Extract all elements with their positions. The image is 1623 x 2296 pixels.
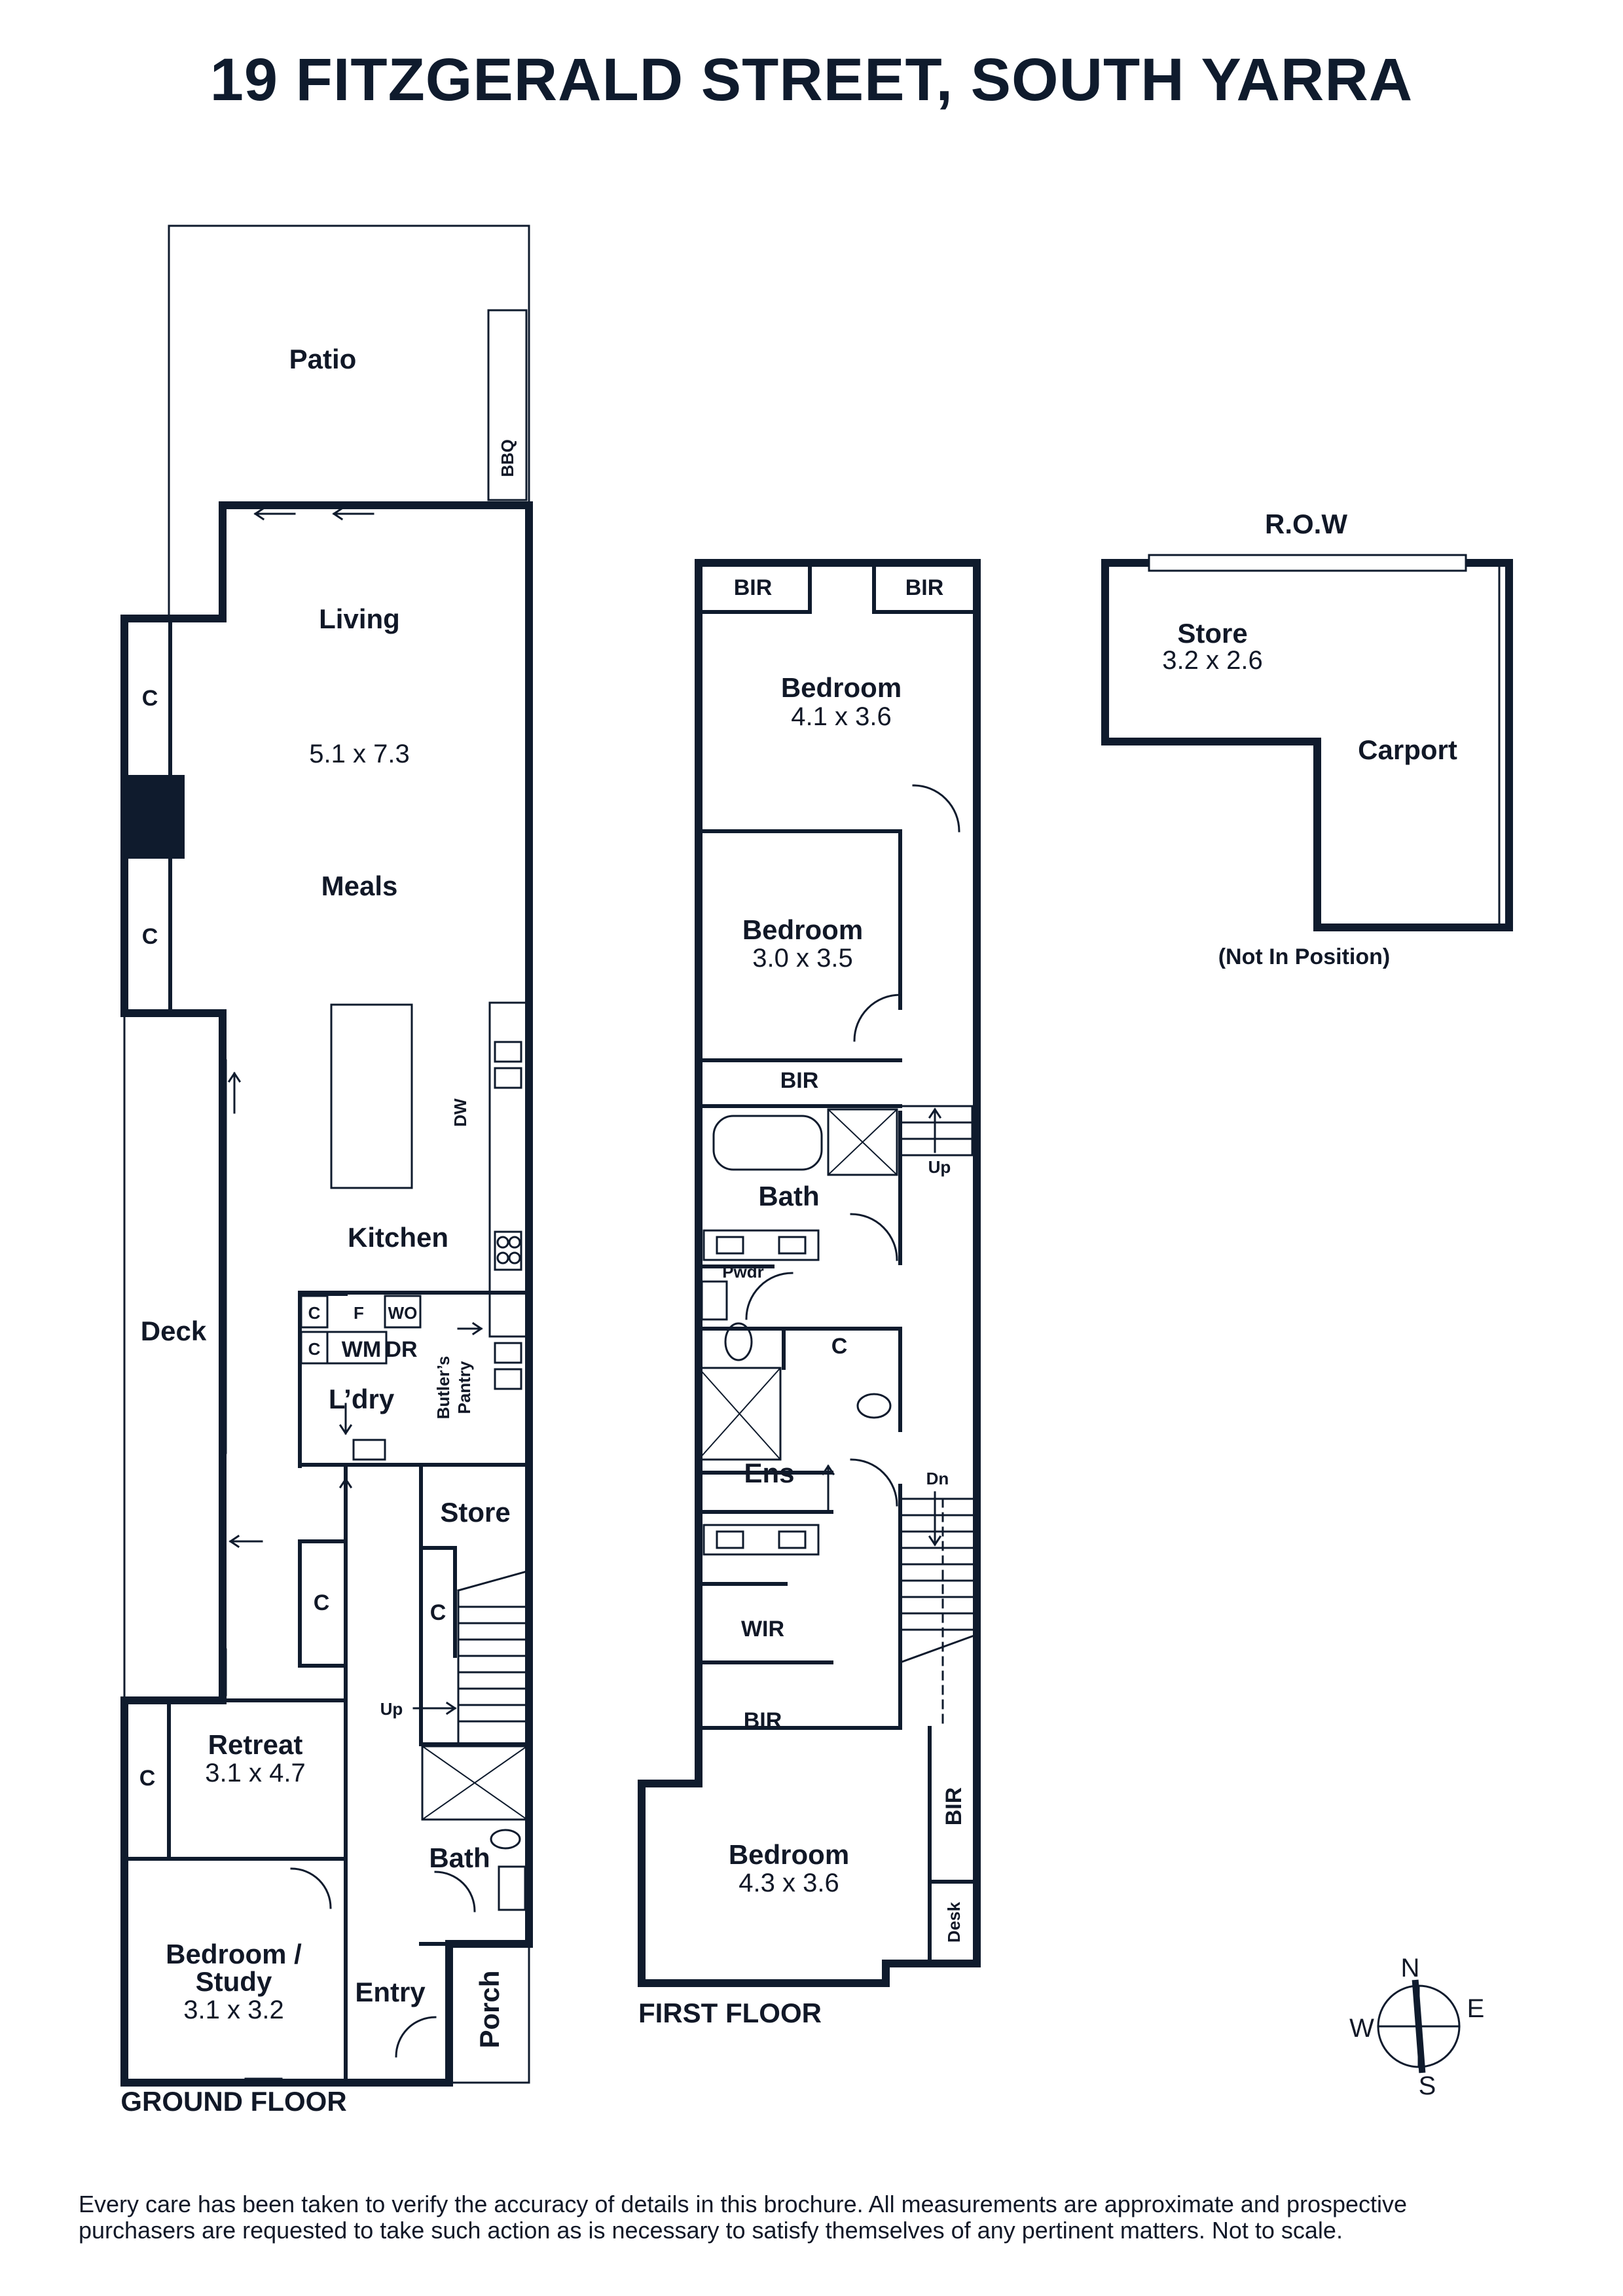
label-dw: DW	[450, 1098, 470, 1127]
label-bedroom: Bedroom	[781, 672, 902, 703]
label-desk: Desk	[944, 1901, 964, 1943]
label-bath: Bath	[758, 1181, 819, 1211]
label-ground-floor: GROUND FLOOR	[120, 2086, 346, 2117]
label-dr: DR	[385, 1337, 417, 1362]
label-bedroom: Bedroom	[729, 1839, 849, 1870]
label-up: Up	[380, 1699, 403, 1719]
page-title: 19 FITZGERALD STREET, SOUTH YARRA	[210, 46, 1413, 113]
label-store-dim: 3.2 x 2.6	[1162, 646, 1262, 675]
label-living-dim: 5.1 x 7.3	[309, 740, 409, 768]
label-wir: WIR	[741, 1617, 784, 1641]
label-store: Store	[440, 1497, 510, 1528]
label-retreat: Retreat	[208, 1729, 303, 1760]
label-bedroom: Bedroom	[742, 914, 863, 945]
compass-e: E	[1467, 1994, 1485, 2023]
compass	[1377, 1979, 1461, 2073]
disclaimer: Every care has been taken to verify the …	[79, 2191, 1558, 2244]
label-bedroom-study-dim: 3.1 x 3.2	[183, 1996, 283, 2024]
disclaimer-line-1: Every care has been taken to verify the …	[79, 2191, 1408, 2217]
label-first-floor: FIRST FLOOR	[638, 1998, 822, 2028]
label-bir: BIR	[780, 1068, 819, 1093]
label-bir: BIR	[734, 575, 773, 600]
label-cupboard: C	[142, 924, 158, 949]
first-floor-walls	[638, 559, 981, 1987]
label-wo: WO	[388, 1303, 418, 1323]
label-cupboard: C	[831, 1334, 848, 1359]
outbuilding-walls	[1101, 554, 1513, 931]
label-cupboard: C	[308, 1303, 321, 1323]
label-ens: Ens	[744, 1458, 794, 1488]
label-bir: BIR	[941, 1787, 966, 1826]
label-patio: Patio	[289, 344, 357, 374]
label-living: Living	[319, 603, 400, 634]
compass-s: S	[1419, 2072, 1436, 2100]
label-retreat-dim: 3.1 x 4.7	[205, 1759, 305, 1787]
label-carport: Carport	[1358, 734, 1457, 765]
label-dn: Dn	[926, 1469, 949, 1488]
label-meals: Meals	[321, 870, 398, 901]
label-cupboard: C	[142, 686, 158, 711]
label-butlers-pantry-2: Pantry	[454, 1361, 474, 1414]
label-bir: BIR	[744, 1708, 782, 1733]
label-bedroom3-dim: 4.3 x 3.6	[739, 1869, 839, 1897]
label-up: Up	[928, 1157, 951, 1177]
label-cupboard: C	[139, 1766, 156, 1791]
label-row: R.O.W	[1265, 509, 1347, 539]
label-bedroom-study-2: Study	[196, 1966, 272, 1997]
label-bedroom-study-1: Bedroom /	[166, 1939, 302, 1969]
ground-floor-walls	[120, 224, 533, 2087]
label-pwdr: Pwdr	[722, 1262, 764, 1282]
label-cupboard: C	[308, 1339, 321, 1359]
label-bbq: BBQ	[498, 439, 517, 477]
disclaimer-line-2: purchasers are requested to take such ac…	[79, 2217, 1343, 2244]
compass-n: N	[1401, 1954, 1420, 1982]
label-entry: Entry	[355, 1977, 426, 2007]
label-fridge: F	[354, 1303, 364, 1323]
label-cupboard: C	[314, 1590, 330, 1615]
compass-w: W	[1349, 2014, 1374, 2043]
label-cupboard: C	[430, 1600, 447, 1625]
label-porch: Porch	[474, 1970, 505, 2048]
label-bedroom1-dim: 4.1 x 3.6	[791, 702, 891, 731]
label-bedroom2-dim: 3.0 x 3.5	[752, 944, 852, 973]
label-deck: Deck	[141, 1316, 207, 1346]
label-store: Store	[1177, 618, 1247, 649]
label-bir: BIR	[905, 575, 944, 600]
label-not-in-position: (Not In Position)	[1218, 944, 1391, 969]
label-wm: WM	[342, 1337, 381, 1362]
label-bath: Bath	[429, 1842, 490, 1873]
label-kitchen: Kitchen	[348, 1222, 448, 1253]
label-butlers-pantry-1: Butler’s	[433, 1356, 453, 1420]
label-laundry: L’dry	[329, 1384, 395, 1414]
